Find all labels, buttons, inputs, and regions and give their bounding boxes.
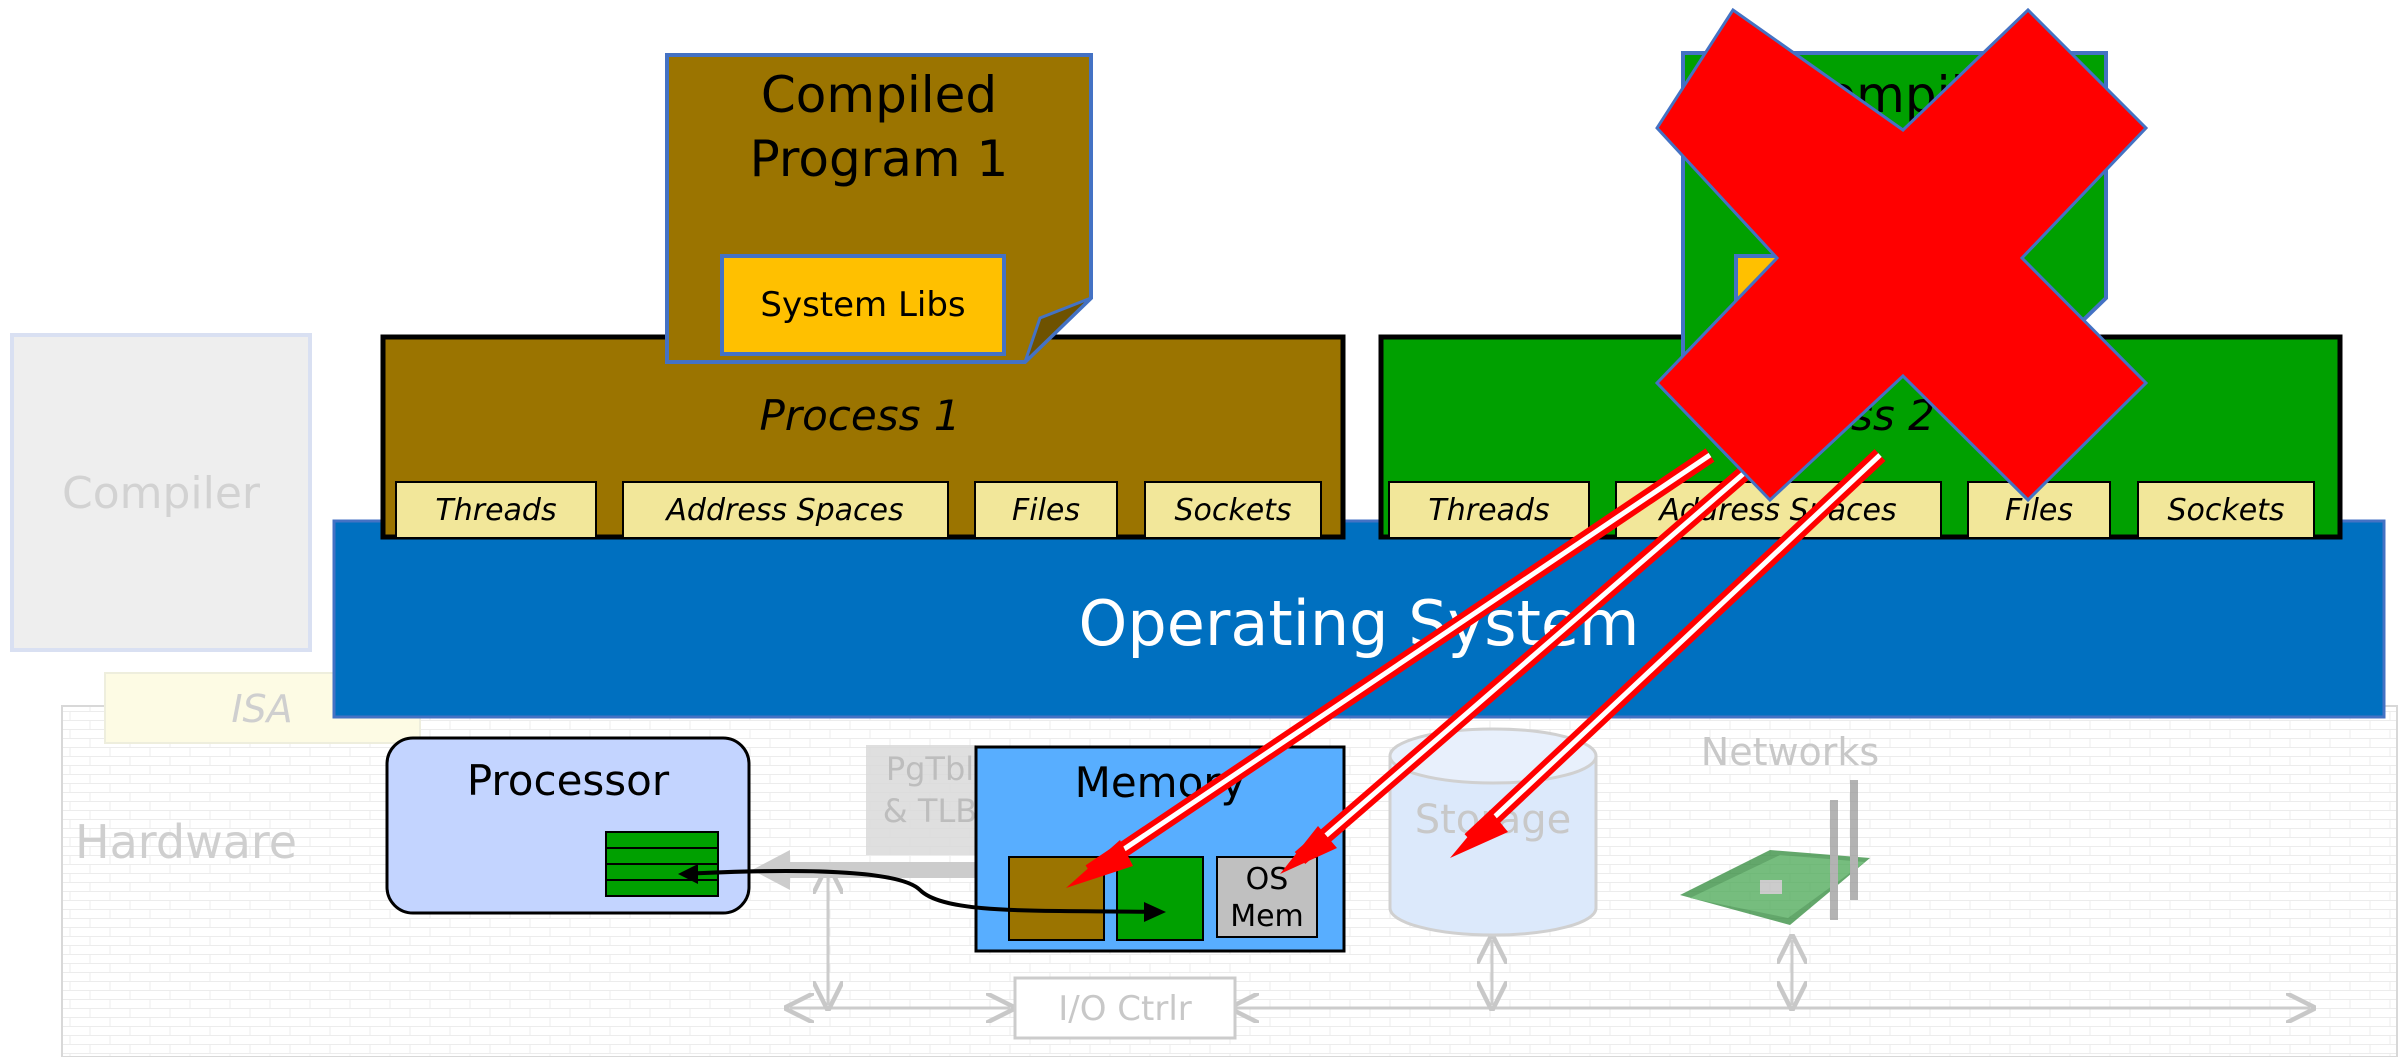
processor-label: Processor	[467, 756, 670, 805]
process-1: Process 1 Threads Address Spaces Files S…	[380, 334, 1346, 540]
process-2-sockets-tab	[2137, 481, 2315, 539]
process-1-label: Process 1	[759, 391, 960, 440]
pgtbl-label: PgTbl	[886, 750, 974, 788]
red-arrow-1	[1066, 448, 1715, 888]
process-1-files-tab	[974, 481, 1118, 539]
process-1-address-spaces-label: Address Spaces	[664, 493, 903, 528]
compiler-box: Compiler	[10, 333, 312, 652]
io-controller: I/O Ctrlr	[1013, 976, 1237, 1040]
process-2-threads-label: Threads	[1428, 493, 1549, 528]
process-2-files-tab	[1967, 481, 2111, 539]
os-mem-region	[1216, 856, 1318, 938]
operating-system-label: Operating System	[1079, 587, 1640, 660]
process-1-address-spaces-tab	[622, 481, 949, 539]
pgtbl-tlb-box: PgTbl & TLB	[752, 745, 977, 890]
compiled-program-1-line1: Compiled	[761, 66, 997, 124]
system-libs-1	[720, 254, 1006, 356]
processor-registers	[605, 831, 719, 897]
networks-label: Networks	[1701, 730, 1879, 774]
hardware-label: Hardware	[75, 815, 297, 869]
process-1-files-label: Files	[1012, 493, 1080, 528]
compiler-label: Compiler	[62, 468, 261, 519]
process-1-sockets-tab	[1144, 481, 1322, 539]
process-1-resources: Threads Address Spaces Files Sockets	[395, 481, 1322, 539]
kill-cross-icon	[1654, 7, 2149, 503]
process-1-threads-label: Threads	[435, 493, 556, 528]
process-2-threads-tab	[1388, 481, 1590, 539]
memory-box: Memory OS Mem	[974, 745, 1346, 953]
memory-region-process-2	[1116, 856, 1204, 941]
network-card-icon	[1680, 780, 1870, 925]
compiled-program-1: Compiled Program 1 System Libs	[665, 53, 1093, 364]
process-1-threads-tab	[395, 481, 597, 539]
io-ctrlr-label: I/O Ctrlr	[1058, 989, 1192, 1029]
red-striped-arrows	[1066, 448, 1886, 888]
process-2-files-label: Files	[2005, 493, 2073, 528]
tlb-label: & TLB	[883, 792, 977, 830]
processor-box: Processor	[385, 736, 1166, 922]
processor-memory-arrow	[681, 869, 1161, 914]
red-arrow-2	[1280, 461, 1756, 874]
process-1-sockets-label: Sockets	[1174, 493, 1291, 528]
process-2-sockets-label: Sockets	[2167, 493, 2284, 528]
networks-group: Networks	[1680, 730, 1879, 925]
red-arrow-3	[1450, 449, 1886, 858]
system-libs-1-label: System Libs	[760, 285, 965, 325]
pgtbl-arrow	[752, 850, 976, 890]
os-mem-label-line2: Mem	[1230, 899, 1304, 934]
isa-label: ISA	[231, 687, 292, 731]
storage-cylinder-icon: Storage	[1388, 727, 1598, 937]
os-mem-label-line1: OS	[1246, 862, 1289, 897]
compiled-program-1-line2: Program 1	[750, 130, 1009, 188]
